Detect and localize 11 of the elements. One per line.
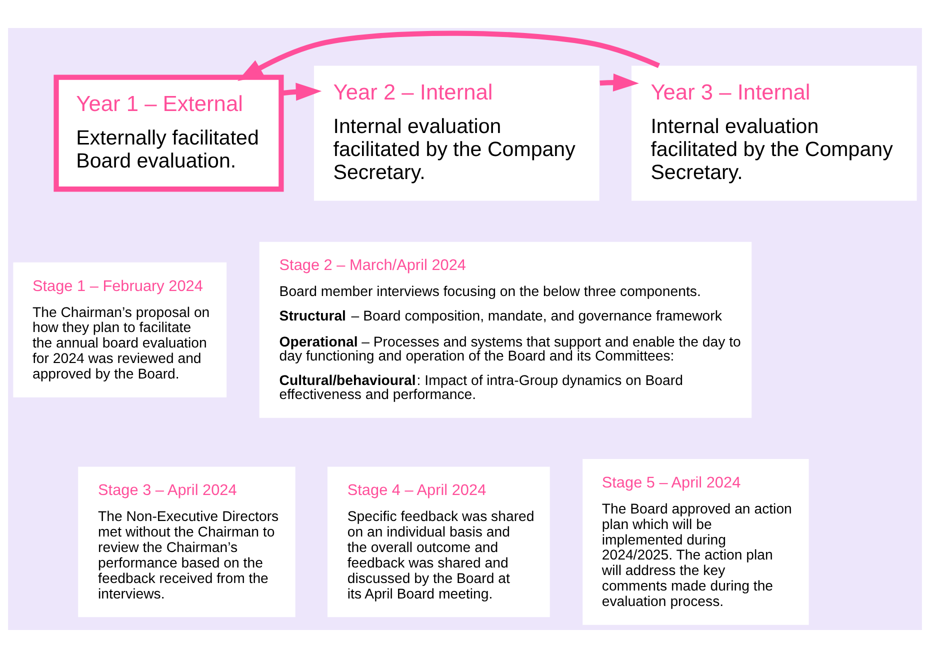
- node-box: Year 1 – External Externally facilitated Board evaluation.: [54, 74, 284, 192]
- node-box: Year 3 – Internal Internal evaluation facilitated by the Company Secretary.: [631, 65, 917, 200]
- arrow: [238, 30, 660, 80]
- node-box: Stage 2 – March/April 2024 Board member interviews focusing on the below three components. Structural – Board composition, mandate, and governance framework Operational – Processes and systems that support and enable the day to day functioning and operation of the Board and its Committees: Cultural/behavioural: Impact of intra-Group dynamics on Board effectiveness and performance.: [259, 241, 752, 418]
- arrow: [281, 82, 322, 100]
- node-box: Stage 4 – April 2024 Specific feedback was shared on an individual basis and the overall outcome and feedback was shared and discussed by the Board at its April Board meeting.: [327, 466, 550, 617]
- arrow: [600, 73, 639, 92]
- node-box: Stage 5 – April 2024 The Board approved an action plan which will be implemented during 2024/2025. The action plan will address the key comments made during the evaluation process.: [582, 458, 809, 624]
- node-box: Year 2 – Internal Internal evaluation facilitated by the Company Secretary.: [314, 65, 600, 200]
- node-box: Stage 3 – April 2024 The Non-Executive Directors met without the Chairman to review the Chairman’s performance based on the feedback received from the interviews.: [78, 466, 296, 617]
- node-box: Stage 1 – February 2024 The Chairman’s proposal on how they plan to facilitate the annual board evaluation for 2024 was reviewed and approved by the Board.: [13, 262, 227, 397]
